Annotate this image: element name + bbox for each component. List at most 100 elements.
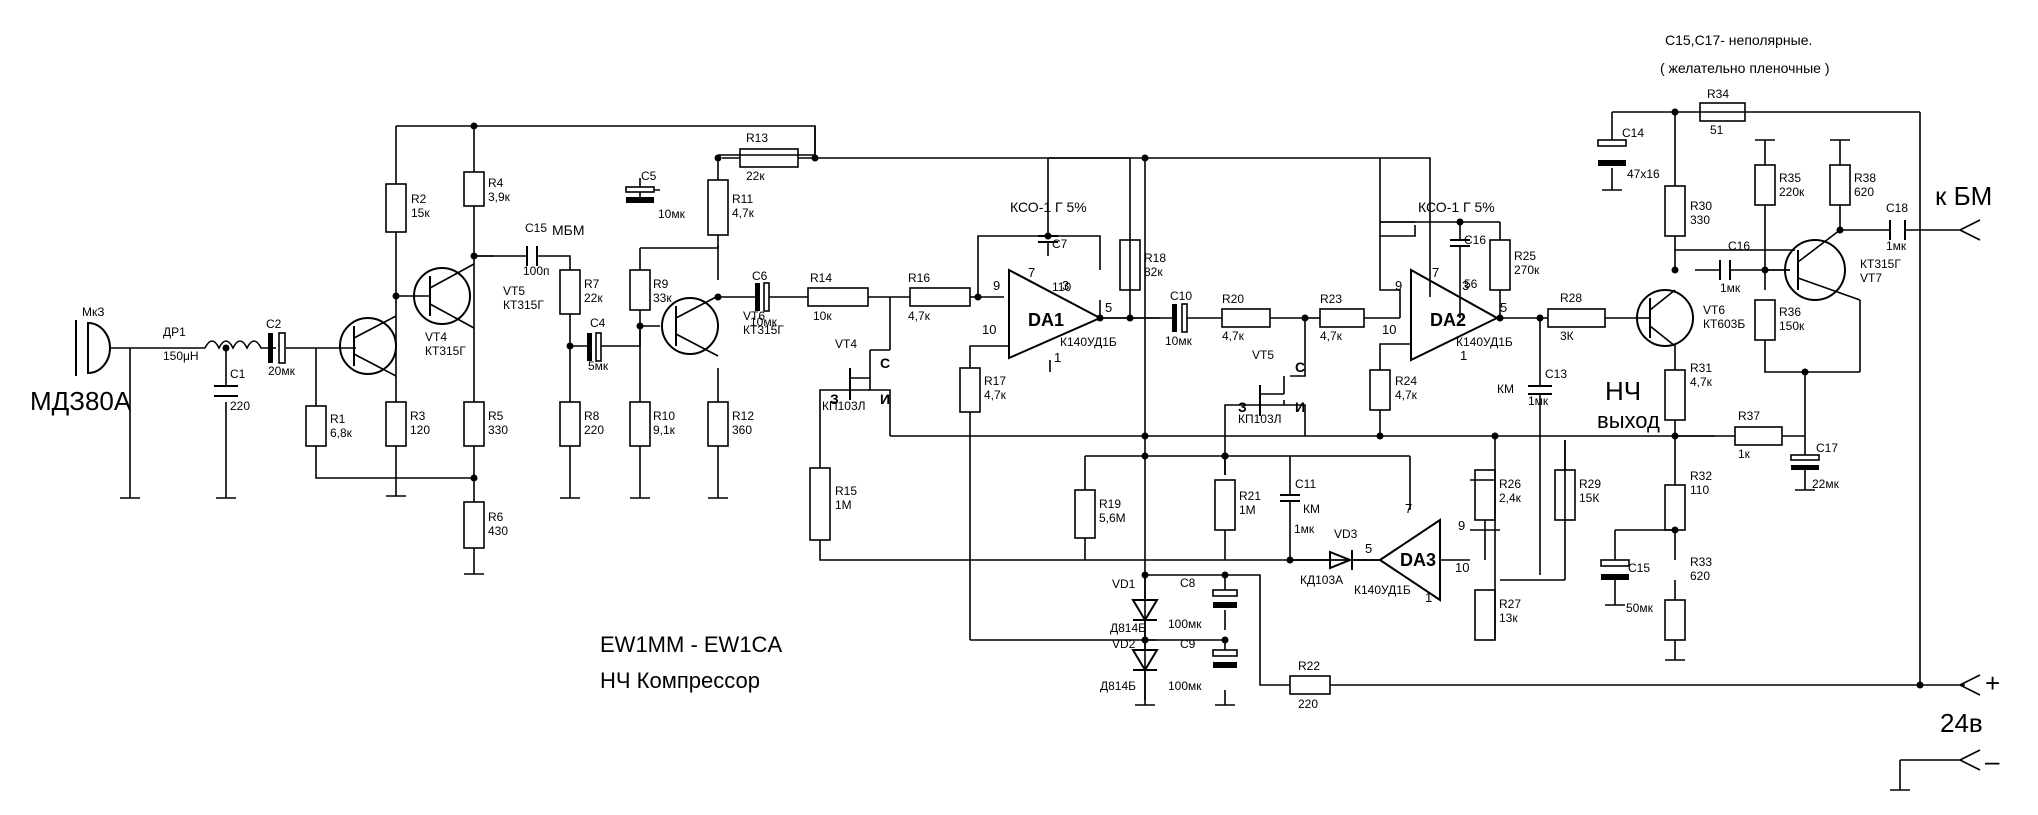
c16a-ref: C16 [1464, 233, 1486, 247]
vt4f-pin-i: И [880, 391, 890, 407]
r16-ref: R16 [908, 271, 930, 285]
r32-val: 110 [1690, 483, 1709, 497]
c17-val: 22мк [1812, 477, 1840, 491]
da2-ref: DA2 [1430, 310, 1466, 330]
c8-ref: C8 [1180, 576, 1196, 590]
r1-ref: R1 [330, 412, 346, 426]
r26-ref: R26 [1499, 477, 1521, 491]
output-label-line1: НЧ [1605, 376, 1641, 406]
vd3-val: КД103А [1300, 573, 1343, 587]
r37-ref: R37 [1738, 409, 1760, 423]
vd1-val: Д814Б [1110, 621, 1146, 635]
plus-terminal-label: + [1985, 668, 2000, 698]
vt5f-pin-i: И [1295, 399, 1305, 415]
r33-ref: R33 [1690, 555, 1712, 569]
vd2-val: Д814Б [1100, 679, 1136, 693]
da1-val: К140УД1Б [1060, 335, 1117, 349]
vt5f-ref: VT5 [1252, 348, 1274, 362]
c6-ref: C6 [752, 269, 768, 283]
c2-ref: C2 [266, 317, 282, 331]
vt4-ref: VT4 [425, 330, 447, 344]
c13-val: 1мк [1528, 394, 1549, 408]
vd3-ref: VD3 [1334, 527, 1358, 541]
vt7-ref: VT7 [1860, 271, 1882, 285]
da1-ref: DA1 [1028, 310, 1064, 330]
da2-pin-1: 1 [1460, 348, 1467, 363]
ksol-label-2: КСО-1 Г 5% [1418, 199, 1495, 215]
c2-val: 20мк [268, 364, 296, 378]
c17-ref: C17 [1816, 441, 1838, 455]
r22-ref: R22 [1298, 659, 1320, 673]
km-label-1: КМ [1303, 502, 1320, 516]
da2-val: К140УД1Б [1456, 335, 1513, 349]
minus-terminal-label: – [1985, 746, 2000, 776]
vd2-ref: VD2 [1112, 637, 1136, 651]
r33-val: 620 [1690, 569, 1710, 583]
r12-val: 360 [732, 423, 752, 437]
r21-val: 1М [1239, 503, 1256, 517]
c1-val: 220 [230, 399, 250, 413]
da2-pin-3: 3 [1462, 278, 1469, 293]
vt7-val: КТ315Г [1860, 257, 1901, 271]
r10-ref: R10 [653, 409, 675, 423]
r26-val: 2,4к [1499, 491, 1522, 505]
wires [110, 111, 1981, 791]
supply-voltage-label: 24в [1940, 708, 1983, 738]
vt5-val: КТ315Г [503, 298, 544, 312]
ksol-label-1: КСО-1 Г 5% [1010, 199, 1087, 215]
r18-val: 82к [1144, 265, 1163, 279]
r23-ref: R23 [1320, 292, 1342, 306]
r12-ref: R12 [732, 409, 754, 423]
r5-ref: R5 [488, 409, 504, 423]
r6-ref: R6 [488, 510, 504, 524]
r38-ref: R38 [1854, 171, 1876, 185]
c4-val: 5мк [588, 359, 609, 373]
r29-ref: R29 [1579, 477, 1601, 491]
title-line-2: НЧ Компрессор [600, 668, 760, 693]
r3-ref: R3 [410, 409, 426, 423]
da2-pin-7: 7 [1432, 265, 1439, 280]
r17-val: 4,7к [984, 388, 1007, 402]
r5-val: 330 [488, 423, 508, 437]
vt4f-pin-z: З [830, 391, 839, 407]
r20-val: 4,7к [1222, 329, 1245, 343]
r16-val: 4,7к [908, 309, 931, 323]
title-line-1: EW1MM - EW1CA [600, 632, 782, 657]
r21-ref: R21 [1239, 489, 1261, 503]
r30-ref: R30 [1690, 199, 1712, 213]
da3-ref: DA3 [1400, 550, 1436, 570]
r4-ref: R4 [488, 176, 504, 190]
r28-ref: R28 [1560, 291, 1582, 305]
r28-val: 3К [1560, 329, 1574, 343]
r9-ref: R9 [653, 277, 669, 291]
r38-val: 620 [1854, 185, 1874, 199]
r20-ref: R20 [1222, 292, 1244, 306]
r34-ref: R34 [1707, 87, 1729, 101]
r36-val: 150к [1779, 319, 1805, 333]
vt4f-ref: VT4 [835, 337, 857, 351]
r15-ref: R15 [835, 484, 857, 498]
vt4f-pin-c: С [880, 355, 890, 371]
c5-ref: C5 [641, 169, 657, 183]
r13-val: 22к [746, 169, 765, 183]
r22-val: 220 [1298, 697, 1318, 711]
da1-pin-7: 7 [1028, 265, 1035, 280]
c10-val: 10мк [1165, 334, 1193, 348]
c16b-ref: C16 [1728, 239, 1750, 253]
r25-val: 270к [1514, 263, 1540, 277]
r7-val: 22к [584, 291, 603, 305]
vt6b-ref: VT6 [1703, 303, 1725, 317]
c7-val: 110 [1052, 280, 1071, 294]
r27-val: 13к [1499, 611, 1518, 625]
r37-val: 1к [1738, 447, 1751, 461]
c13-ref: C13 [1545, 367, 1567, 381]
vt5f-val: КП103Л [1238, 412, 1282, 426]
c9-val: 100мк [1168, 679, 1202, 693]
to-bm-label: к БМ [1935, 181, 1992, 211]
r8-val: 220 [584, 423, 604, 437]
c14-val: 47х16 [1627, 167, 1660, 181]
r6-val: 430 [488, 524, 508, 538]
r31-ref: R31 [1690, 361, 1712, 375]
r9-val: 33к [653, 291, 672, 305]
